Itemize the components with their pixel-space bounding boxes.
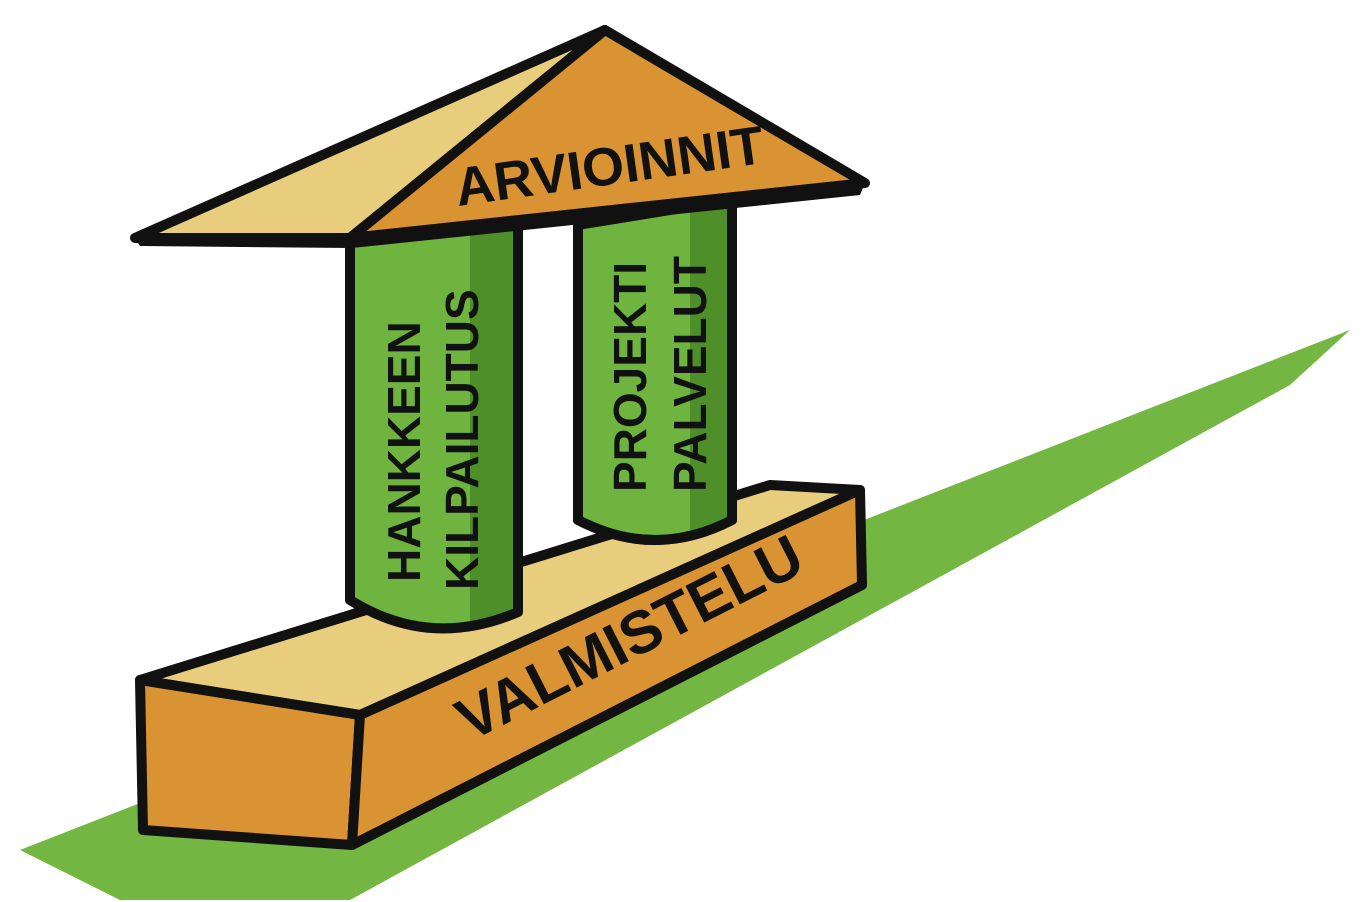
left-pillar-outline xyxy=(345,228,523,634)
left-pillar-label-line2: KILPAILUTUS xyxy=(436,289,488,590)
right-pillar-outline xyxy=(573,200,737,545)
right-pillar-label-line2: PALVELUT xyxy=(664,256,716,492)
left-pillar-shade xyxy=(470,228,518,625)
right-pillar-shade xyxy=(690,200,732,535)
base-front-face xyxy=(347,485,867,850)
left-pillar-label-line1: HANKKEEN xyxy=(378,321,430,582)
roof: ARVIOINNIT xyxy=(130,25,870,248)
right-pillar-label-line1: PROJEKTI xyxy=(604,262,656,492)
left-pillar: HANKKEEN KILPAILUTUS xyxy=(345,228,523,634)
right-pillar: PROJEKTI PALVELUT xyxy=(573,195,737,545)
roof-eave xyxy=(135,183,865,248)
base-left-face xyxy=(135,675,365,850)
